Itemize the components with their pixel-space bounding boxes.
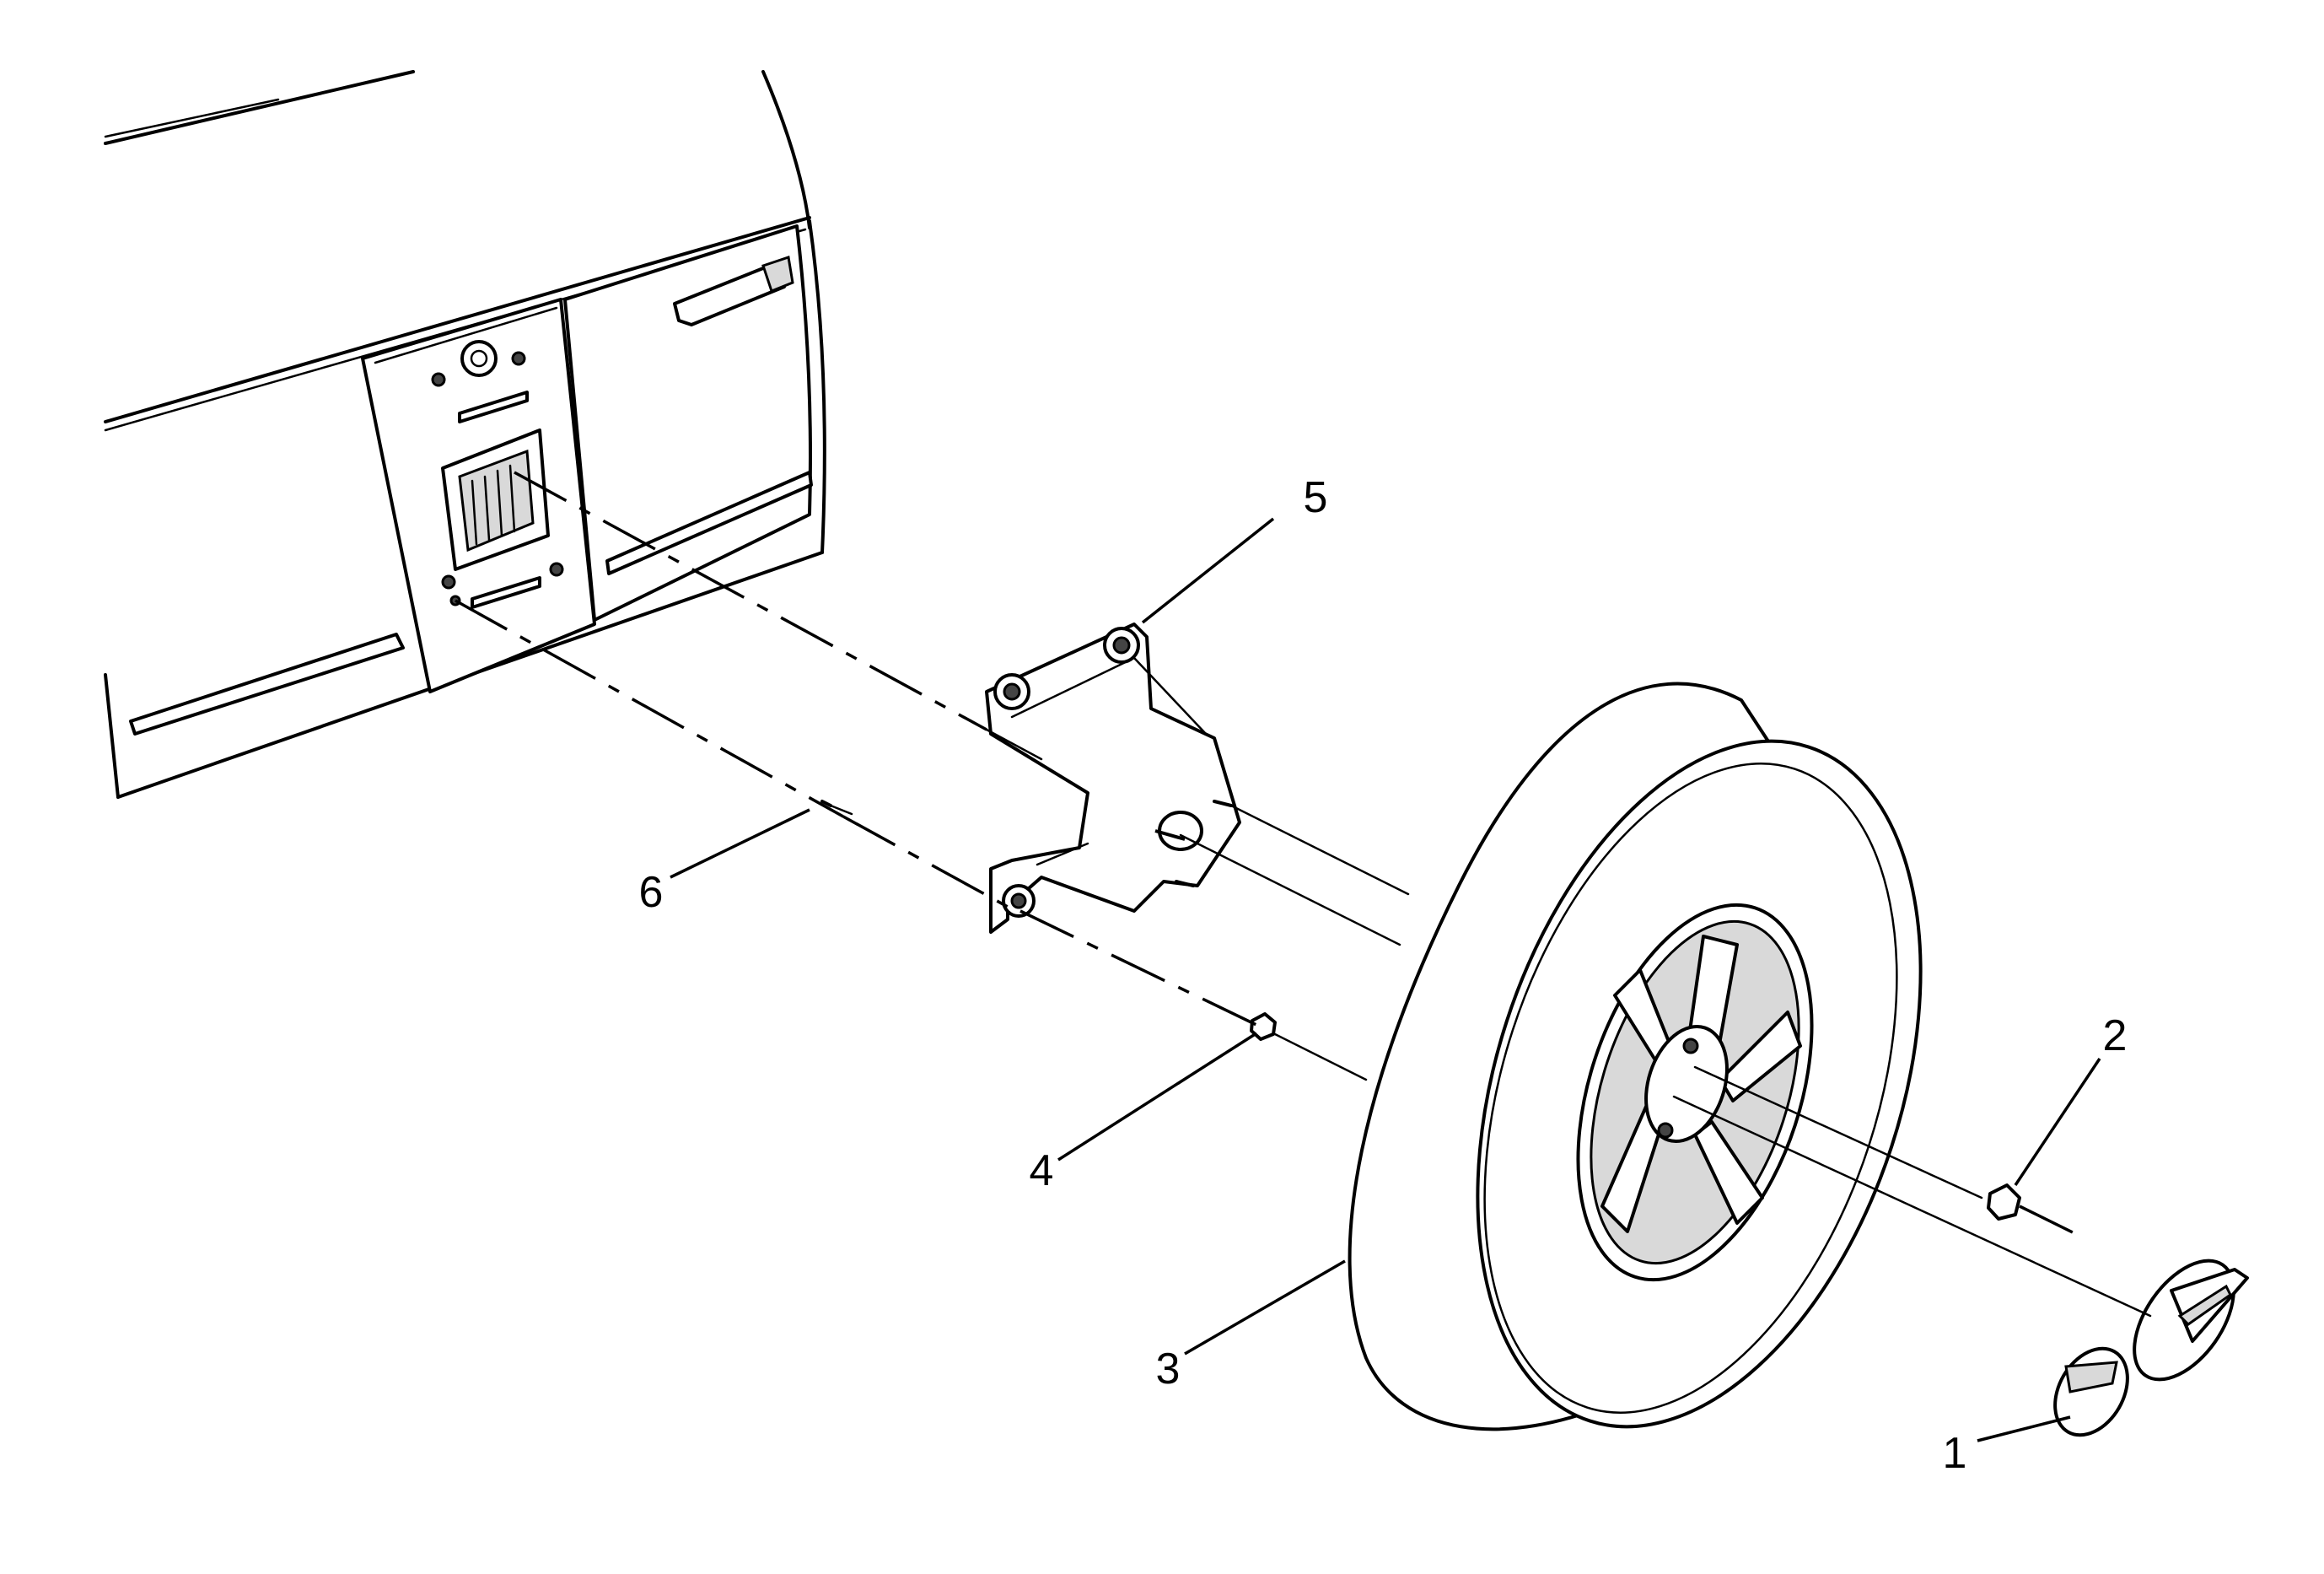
license-plate-panel [361,298,596,693]
leader-lines [670,517,2101,1442]
callout-labels: 1 2 3 4 5 6 [639,473,2128,1478]
spare-tire-carrier-bracket [985,623,1241,934]
callout-2: 2 [2103,1011,2128,1060]
right-rear-door [563,224,813,622]
callout-1: 1 [1943,1429,1967,1478]
assembly-center-lines [455,471,2152,1318]
spare-tire-lock-cap [2053,1259,2249,1437]
callout-4: 4 [1030,1146,1054,1195]
callout-3: 3 [1156,1345,1181,1393]
left-body-side-molding [129,633,405,736]
callout-5: 5 [1304,473,1328,522]
callout-6: 6 [639,868,664,917]
wheel-nut [1987,1183,2021,1221]
spare-tire-and-wheel [1348,682,1923,1431]
carrier-bolt [820,800,853,816]
